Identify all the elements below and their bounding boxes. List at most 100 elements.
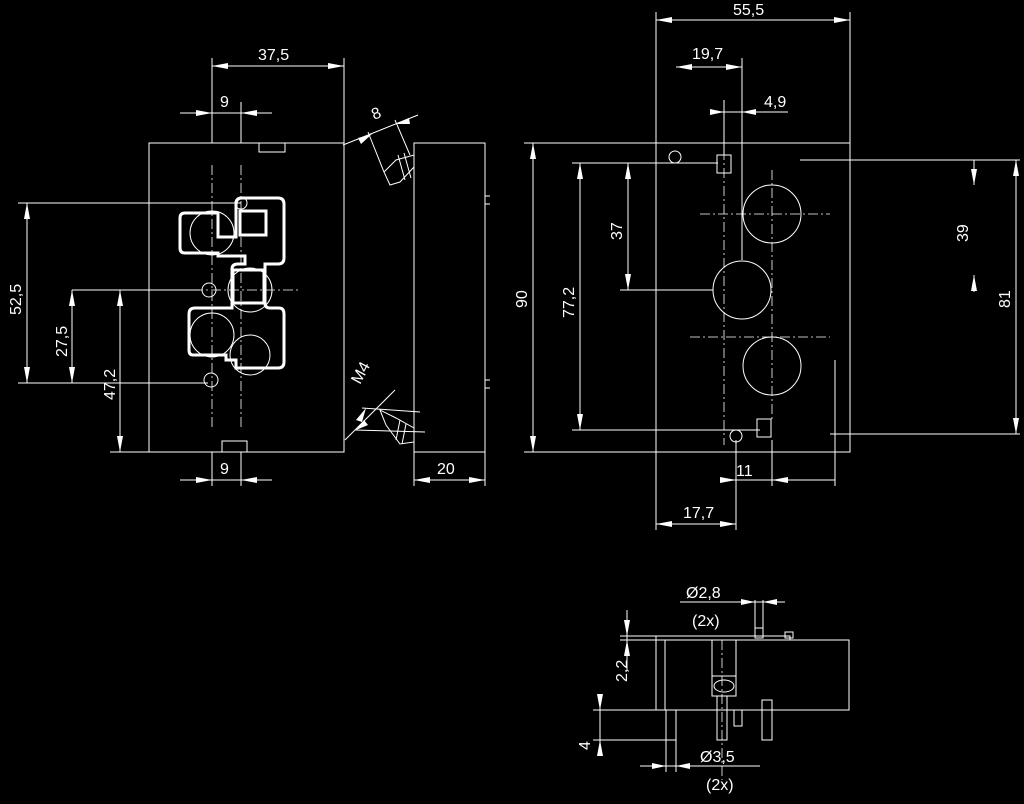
arrowhead <box>971 275 977 291</box>
dim-ext <box>367 131 385 173</box>
arrowhead <box>624 620 630 636</box>
seal-mid-square <box>231 268 266 305</box>
dim-81: 81 <box>997 290 1014 308</box>
side-screw-lower <box>379 408 415 445</box>
front-view: 37,5 9 9 52,5 27,5 47,2 <box>8 47 345 486</box>
dim-8: 8 <box>369 105 384 124</box>
dim-55-5: 55,5 <box>733 2 764 19</box>
dim-37: 37 <box>609 222 626 240</box>
dim-17-7: 17,7 <box>683 505 714 522</box>
dim-2-2: 2,2 <box>614 660 631 682</box>
arrowhead <box>414 477 430 483</box>
arrowhead <box>358 134 372 144</box>
bottom-screw-head <box>713 679 735 693</box>
arrowhead <box>625 163 631 179</box>
bottom-screw-body <box>711 675 737 697</box>
arrowhead <box>1013 418 1019 434</box>
seal-inner-square <box>238 209 268 237</box>
arrowhead <box>117 436 123 452</box>
bottom-pin-3 <box>733 709 743 727</box>
arrowhead <box>710 109 724 115</box>
arrowhead <box>356 408 366 422</box>
dim-4-9: 4,9 <box>764 94 786 111</box>
dim-2x-bottom: (2x) <box>706 777 734 794</box>
dim-20: 20 <box>437 461 455 478</box>
dim-9-top: 9 <box>220 94 229 111</box>
dim-dia-3-5: Ø3,5 <box>700 749 735 766</box>
back-body-outline <box>655 142 851 453</box>
dim-27-5: 27,5 <box>54 326 71 357</box>
dim-2x-top: (2x) <box>692 613 720 630</box>
dim-4: 4 <box>577 741 594 750</box>
arrowhead <box>625 274 631 290</box>
arrowhead <box>577 414 583 430</box>
side-view: 8 M4 20 <box>342 105 490 486</box>
bottom-pin-4 <box>761 699 773 741</box>
bottom-view: Ø2,8 (2x) 2,2 4 Ø3,5 (2x) <box>577 585 850 794</box>
arrowhead <box>577 163 583 179</box>
arrowhead <box>241 110 257 116</box>
dim-9-bottom: 9 <box>220 461 229 478</box>
arrowhead <box>212 63 228 69</box>
arrowhead <box>726 64 742 70</box>
front-bottom-notch <box>221 440 248 453</box>
bottom-top-flange <box>655 635 791 640</box>
back-view: 55,5 19,7 4,9 90 77,2 37 <box>514 2 1020 530</box>
dim-ext <box>394 119 411 156</box>
dim-37-5: 37,5 <box>258 47 289 64</box>
bottom-body-outline <box>655 639 850 711</box>
dim-90: 90 <box>514 290 531 308</box>
arrowhead <box>652 763 666 769</box>
dim-line-m4 <box>344 389 396 441</box>
arrowhead <box>720 521 736 527</box>
dim-m4: M4 <box>349 359 374 387</box>
arrowhead <box>469 477 485 483</box>
screw-thread <box>401 423 407 445</box>
arrowhead <box>597 694 603 710</box>
back-pin-bottom <box>756 418 772 438</box>
arrowhead <box>395 118 410 124</box>
arrowhead <box>24 203 30 219</box>
arrowhead <box>69 290 75 306</box>
dim-11: 11 <box>736 463 753 480</box>
dim-77-2: 77,2 <box>561 287 578 318</box>
back-hole-small-1 <box>668 150 682 164</box>
arrowhead <box>241 477 257 483</box>
arrowhead <box>656 17 672 23</box>
arrowhead <box>356 420 368 430</box>
arrowhead <box>69 367 75 383</box>
arrowhead <box>971 169 977 185</box>
bottom-pin-top-2 <box>784 631 794 639</box>
arrowhead <box>328 63 344 69</box>
dim-47-2: 47,2 <box>102 369 119 400</box>
back-port-mid <box>712 260 772 320</box>
arrowhead <box>676 763 690 769</box>
screw-thread <box>395 419 401 441</box>
arrowhead <box>834 17 850 23</box>
screw-hole-bottom <box>203 372 219 388</box>
arrowhead <box>742 109 756 115</box>
front-body-outline <box>148 142 345 453</box>
arrowhead <box>624 640 630 656</box>
dim-52-5: 52,5 <box>8 284 25 315</box>
dim-39: 39 <box>955 224 972 242</box>
arrowhead <box>1013 160 1019 176</box>
dim-ext <box>354 429 426 433</box>
arrowhead <box>196 110 212 116</box>
arrowhead <box>597 740 603 756</box>
dim-dia-2-8: Ø2,8 <box>686 585 721 602</box>
screw-thread <box>403 152 412 179</box>
arrowhead <box>772 477 788 483</box>
screw-thread <box>397 154 406 181</box>
arrowhead <box>117 290 123 306</box>
side-body-outline <box>413 142 486 453</box>
arrowhead <box>741 599 755 605</box>
arrowhead <box>530 143 536 159</box>
side-screw-upper <box>383 154 415 186</box>
arrowhead <box>763 599 777 605</box>
bottom-pin-top-1 <box>754 627 764 639</box>
bottom-pin-1 <box>665 709 677 741</box>
arrowhead <box>24 367 30 383</box>
front-top-notch <box>258 142 286 153</box>
